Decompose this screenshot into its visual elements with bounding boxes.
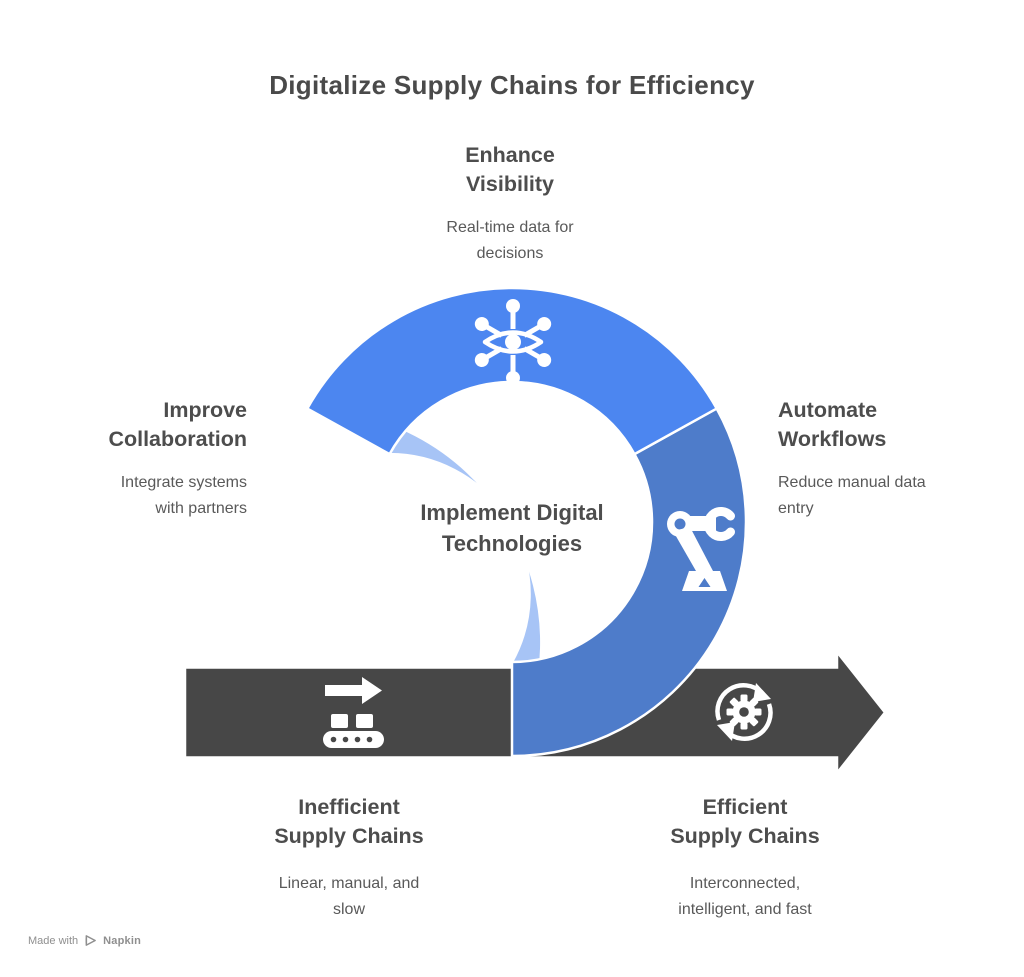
step-improve-collaboration: Improve Collaboration Integrate systems … (0, 396, 247, 522)
flow-heading: Efficient Supply Chains (670, 795, 820, 848)
napkin-brand-label: Napkin (103, 934, 142, 947)
step-automate-workflows: Automate Workflows Reduce manual data en… (778, 396, 1024, 522)
flow-label-inefficient: Inefficient Supply Chains Linear, manual… (219, 793, 479, 923)
flow-label-efficient: Efficient Supply Chains Interconnected, … (605, 793, 885, 923)
collaboration-network-icon (294, 505, 362, 575)
made-with-label: Made with (28, 934, 79, 947)
robot-arm-icon (667, 507, 735, 591)
segment-automate-workflows (510, 406, 748, 758)
step-description: Integrate systems with partners (120, 474, 247, 517)
step-description: Real-time data for decisions (446, 219, 574, 262)
conveyor-belt-icon (323, 677, 384, 748)
flow-description: Linear, manual, and slow (278, 875, 420, 918)
sync-gear-icon (715, 683, 773, 741)
napkin-logo-icon (85, 935, 97, 946)
step-heading: Improve Collaboration (108, 398, 247, 451)
flow-heading: Inefficient Supply Chains (274, 795, 424, 848)
page-title: Digitalize Supply Chains for Efficiency (269, 70, 755, 100)
step-heading: Automate Workflows (778, 398, 887, 451)
step-description: Reduce manual data entry (778, 474, 926, 517)
flow-description: Interconnected, intelligent, and fast (678, 875, 812, 918)
eye-network-icon (474, 299, 552, 385)
center-label: Implement Digital Technologies (420, 500, 604, 556)
made-with-napkin-badge: Made with Napkin (28, 934, 141, 947)
step-heading: Enhance Visibility (465, 143, 555, 196)
step-enhance-visibility: Enhance Visibility Real-time data for de… (380, 141, 640, 267)
